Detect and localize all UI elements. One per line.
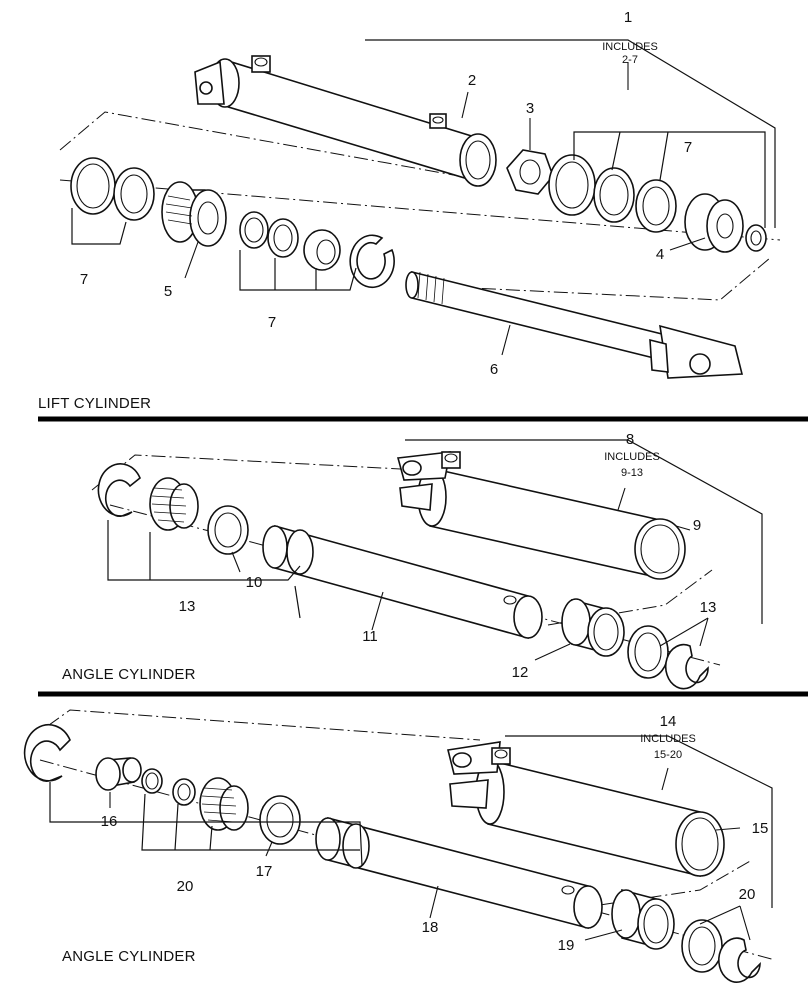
callout-20-a: 20 [177, 878, 194, 895]
callout-19: 19 [558, 937, 575, 954]
callout-10: 10 [246, 574, 263, 591]
lift-piston-4 [684, 193, 744, 253]
callout-6: 6 [490, 361, 498, 378]
lift-small-ring-a [239, 211, 269, 249]
lift-cylinder-section: 1 INCLUDES 2-7 [38, 9, 781, 412]
callout-17: 17 [256, 863, 273, 880]
lift-ring-c [548, 154, 596, 216]
lift-assembly-number: 1 [624, 9, 632, 26]
angle2-barrel [447, 741, 725, 878]
angle1-wiper [149, 477, 199, 531]
lift-bushing [303, 229, 341, 271]
angle2-seal-ring [681, 919, 723, 973]
lift-gland-5 [161, 181, 227, 247]
angle2-snap-ring [23, 723, 71, 782]
lift-small-washer [745, 224, 767, 252]
callout-7-a: 7 [80, 271, 88, 288]
angle2-section-title: ANGLE CYLINDER [62, 948, 196, 965]
angle2-assembly-bracket [505, 735, 773, 908]
callout-11: 11 [362, 628, 378, 645]
angle1-assembly-leader [617, 487, 626, 511]
angle-cylinder-1-section: 8 INCLUDES 9-13 [62, 431, 763, 690]
callout-7-c: 7 [684, 139, 692, 156]
angle2-small-ring-b [172, 778, 196, 806]
lift-ring-e [635, 179, 677, 233]
callout-4: 4 [656, 246, 664, 263]
callout-7-b: 7 [268, 314, 276, 331]
angle2-small-ring [141, 768, 163, 794]
angle1-barrel [396, 451, 686, 580]
callout-13-b: 13 [700, 599, 717, 616]
angle1-assembly-bracket [405, 439, 763, 624]
angle2-bushing-16 [95, 757, 142, 791]
angle1-assembly-number: 8 [626, 431, 634, 448]
angle2-assembly-number: 14 [660, 713, 677, 730]
angle1-includes-label: INCLUDES [604, 451, 660, 463]
lift-includes-label: INCLUDES [602, 41, 658, 53]
angle1-envelope-bottom [547, 569, 713, 626]
lift-ring-d [593, 167, 635, 223]
angle-cylinder-2-section: 14 INCLUDES 15-20 [23, 709, 776, 983]
callout-16: 16 [101, 813, 118, 830]
angle2-piston-19 [611, 888, 675, 950]
callout-13-a: 13 [179, 598, 196, 615]
callout-5: 5 [164, 283, 172, 300]
lift-barrel [194, 55, 497, 187]
callout-3: 3 [526, 100, 534, 117]
lift-section-title: LIFT CYLINDER [38, 395, 151, 412]
lift-small-ring-b [267, 218, 299, 258]
angle2-snap-ring-2 [718, 937, 761, 983]
lift-includes-range: 2-7 [622, 54, 638, 66]
lift-envelope-bottom [409, 257, 771, 301]
callout-18: 18 [422, 919, 439, 936]
angle2-bushing-17 [259, 795, 301, 845]
angle1-rod [262, 524, 543, 640]
lift-seal-ring-b [113, 167, 155, 221]
callout-9: 9 [693, 517, 701, 534]
angle1-envelope-top [91, 454, 421, 491]
callout-12: 12 [512, 664, 529, 681]
angle2-envelope-top [27, 709, 481, 741]
angle1-seal-ring [627, 625, 669, 679]
angle2-assembly-leader [661, 767, 669, 791]
lift-seal-ring-a [70, 157, 116, 215]
callout-20-b: 20 [739, 886, 756, 903]
callout-2: 2 [468, 72, 476, 89]
angle1-section-title: ANGLE CYLINDER [62, 666, 196, 683]
angle2-includes-label: INCLUDES [640, 733, 696, 745]
lift-nut-3 [506, 149, 554, 195]
angle2-wiper [199, 777, 249, 831]
angle1-includes-range: 9-13 [621, 467, 643, 479]
lift-snap-ring [349, 234, 395, 288]
angle1-snap-ring [97, 463, 141, 518]
lift-envelope-top [59, 111, 471, 179]
callout-15: 15 [752, 820, 769, 837]
angle1-bushing-10 [207, 505, 249, 555]
lift-assembly-bracket [365, 39, 776, 228]
angle1-snap-ring-2 [664, 643, 709, 690]
angle2-includes-range: 15-20 [654, 749, 682, 761]
lift-rod [405, 270, 744, 379]
angle1-piston-12 [561, 598, 625, 657]
